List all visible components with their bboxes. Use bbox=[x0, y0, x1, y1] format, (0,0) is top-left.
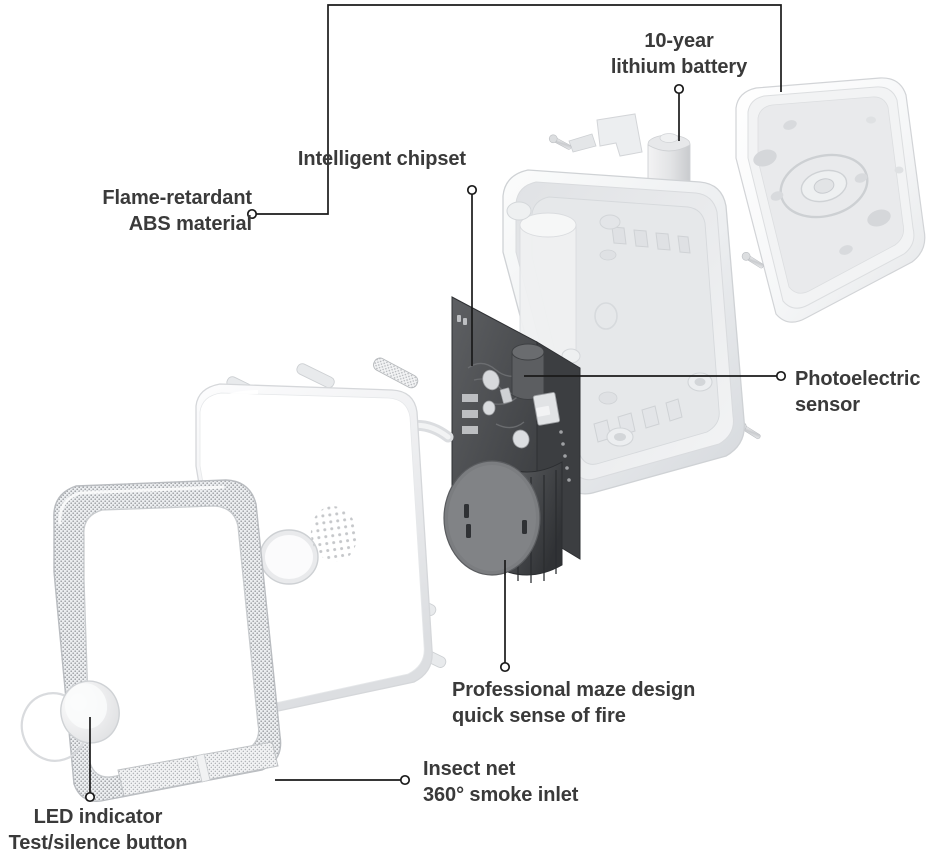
leader-dots bbox=[84, 83, 787, 803]
leader-dot-intelligent-chipset bbox=[466, 184, 478, 196]
callout-photoelectric-sensor: Photoelectric sensor bbox=[795, 368, 921, 416]
callout-intelligent-chipset: Intelligent chipset bbox=[297, 148, 466, 170]
part-led-button bbox=[20, 680, 120, 762]
part-insect-net-ring bbox=[53, 479, 282, 802]
callout-ten-year-lithium-battery: 10-year lithium battery bbox=[610, 30, 748, 78]
callout-led-indicator-test-silence-button: LED indicator Test/silence button bbox=[8, 806, 188, 854]
leader-dot-photoelectric-sensor bbox=[775, 370, 787, 382]
part-speaker-grille bbox=[310, 506, 358, 562]
callout-professional-maze-design: Professional maze design quick sense of … bbox=[452, 679, 696, 727]
callout-flame-retardant-abs-material: Flame-retardant ABS material bbox=[102, 187, 252, 235]
leader-dot-professional-maze-design bbox=[499, 661, 511, 673]
part-back-mounting-plate bbox=[735, 77, 926, 440]
part-battery-tab bbox=[548, 113, 643, 157]
leader-lines bbox=[89, 4, 782, 797]
leader-dot-ten-year-lithium-battery bbox=[673, 83, 685, 95]
component-photoelectric-sensor bbox=[511, 343, 545, 400]
leader-dot-flame-retardant-abs-material bbox=[246, 208, 258, 220]
part-screw bbox=[741, 252, 764, 269]
leader-dot-led-indicator-test-silence-button bbox=[84, 791, 96, 803]
leader-dot-insect-net-360-smoke-inlet bbox=[399, 774, 411, 786]
callout-insect-net-360-smoke-inlet: Insect net 360° smoke inlet bbox=[423, 758, 579, 806]
part-maze-chamber bbox=[443, 460, 563, 583]
